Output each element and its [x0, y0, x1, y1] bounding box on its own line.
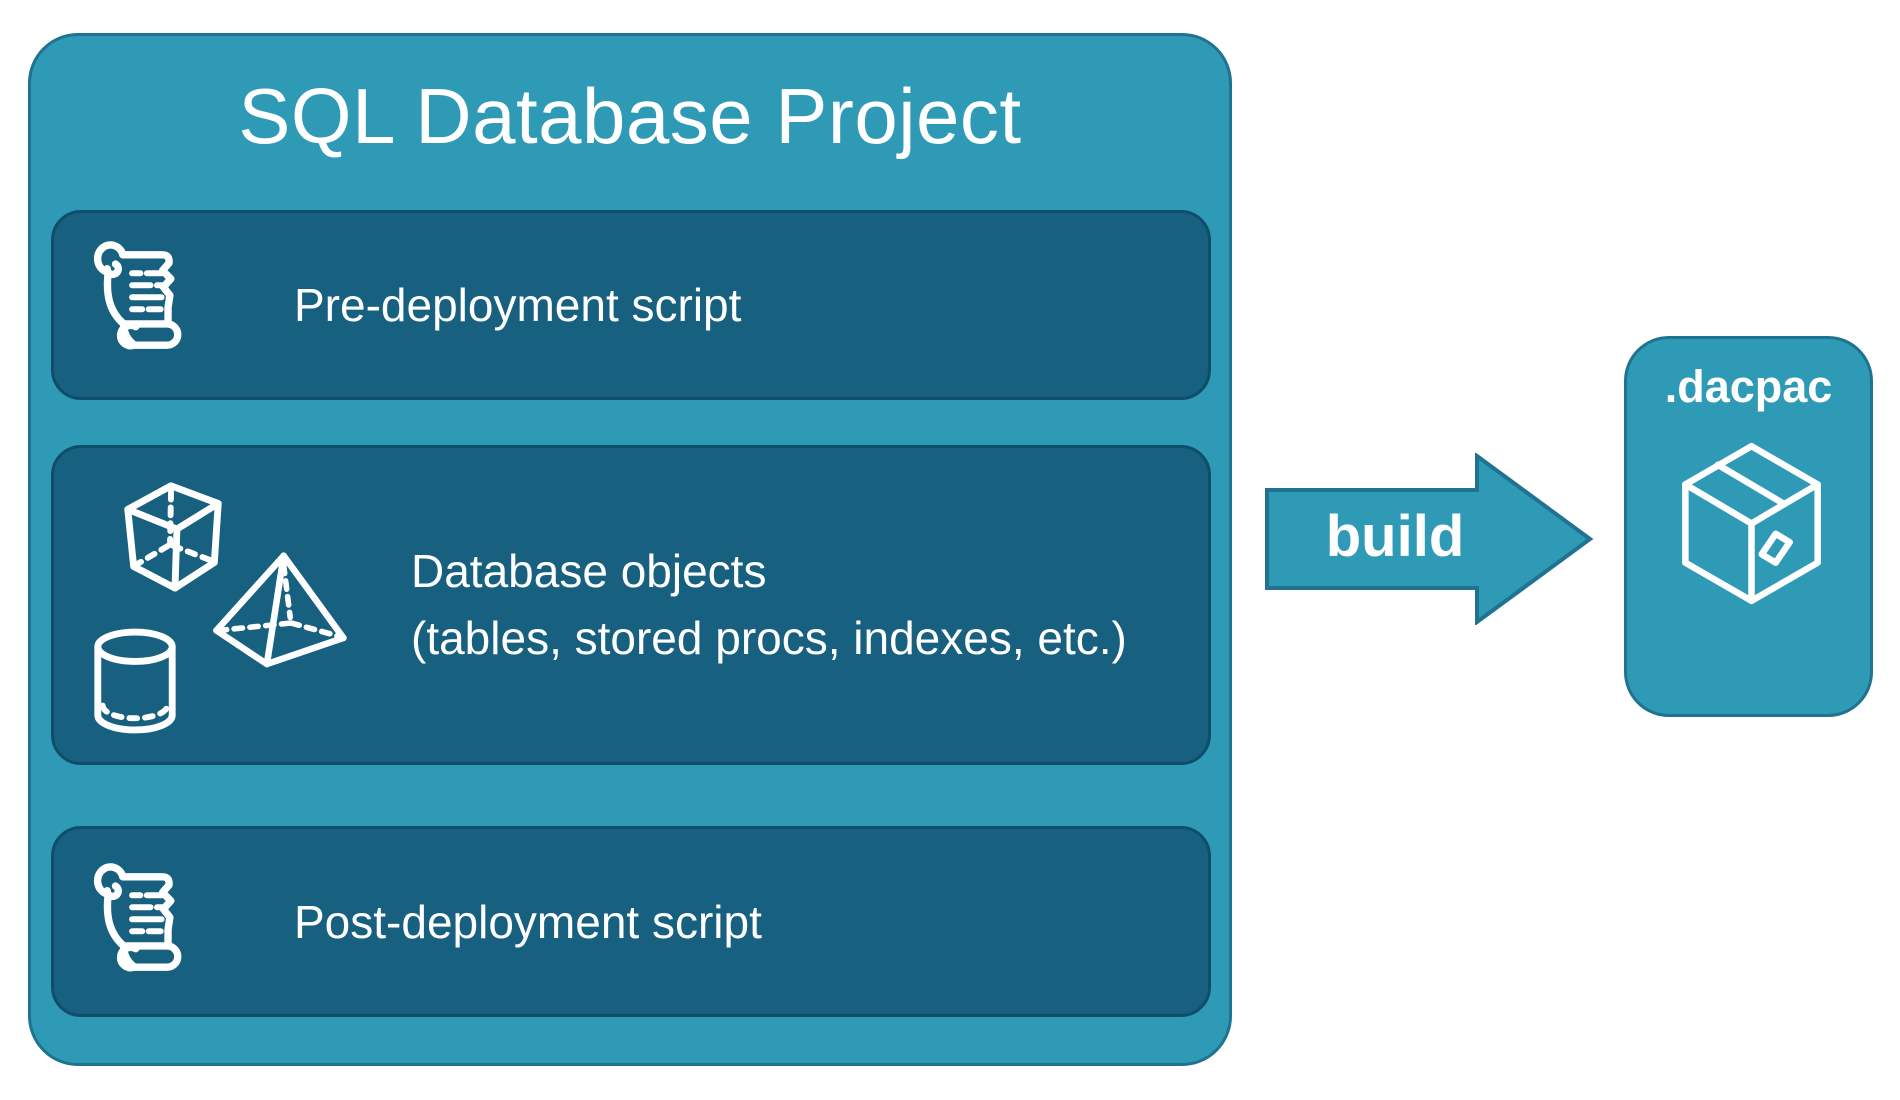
pre-deployment-row: Pre-deployment script	[51, 210, 1211, 400]
package-icon	[1663, 434, 1840, 641]
cube-icon	[114, 474, 232, 592]
dacpac-box: .dacpac	[1624, 336, 1873, 717]
build-arrow-label: build	[1325, 504, 1465, 569]
pyramid-icon	[209, 547, 349, 671]
sql-database-project-box: SQL Database Project	[28, 33, 1232, 1066]
post-deployment-row: Post-deployment script	[51, 826, 1211, 1017]
pre-deployment-label: Pre-deployment script	[294, 279, 742, 331]
build-arrow	[1265, 453, 1594, 625]
scroll-icon	[84, 863, 206, 981]
database-objects-line2: (tables, stored procs, indexes, etc.)	[411, 612, 1127, 664]
database-objects-line1: Database objects	[411, 545, 767, 598]
scroll-icon	[84, 241, 206, 359]
post-deployment-label: Post-deployment script	[294, 895, 762, 948]
database-objects-label: Database objects (tables, stored procs, …	[411, 448, 1127, 762]
dacpac-label: .dacpac	[1664, 361, 1833, 412]
database-objects-row: Database objects (tables, stored procs, …	[51, 445, 1211, 765]
project-title: SQL Database Project	[238, 72, 1022, 160]
cylinder-icon	[88, 627, 182, 737]
